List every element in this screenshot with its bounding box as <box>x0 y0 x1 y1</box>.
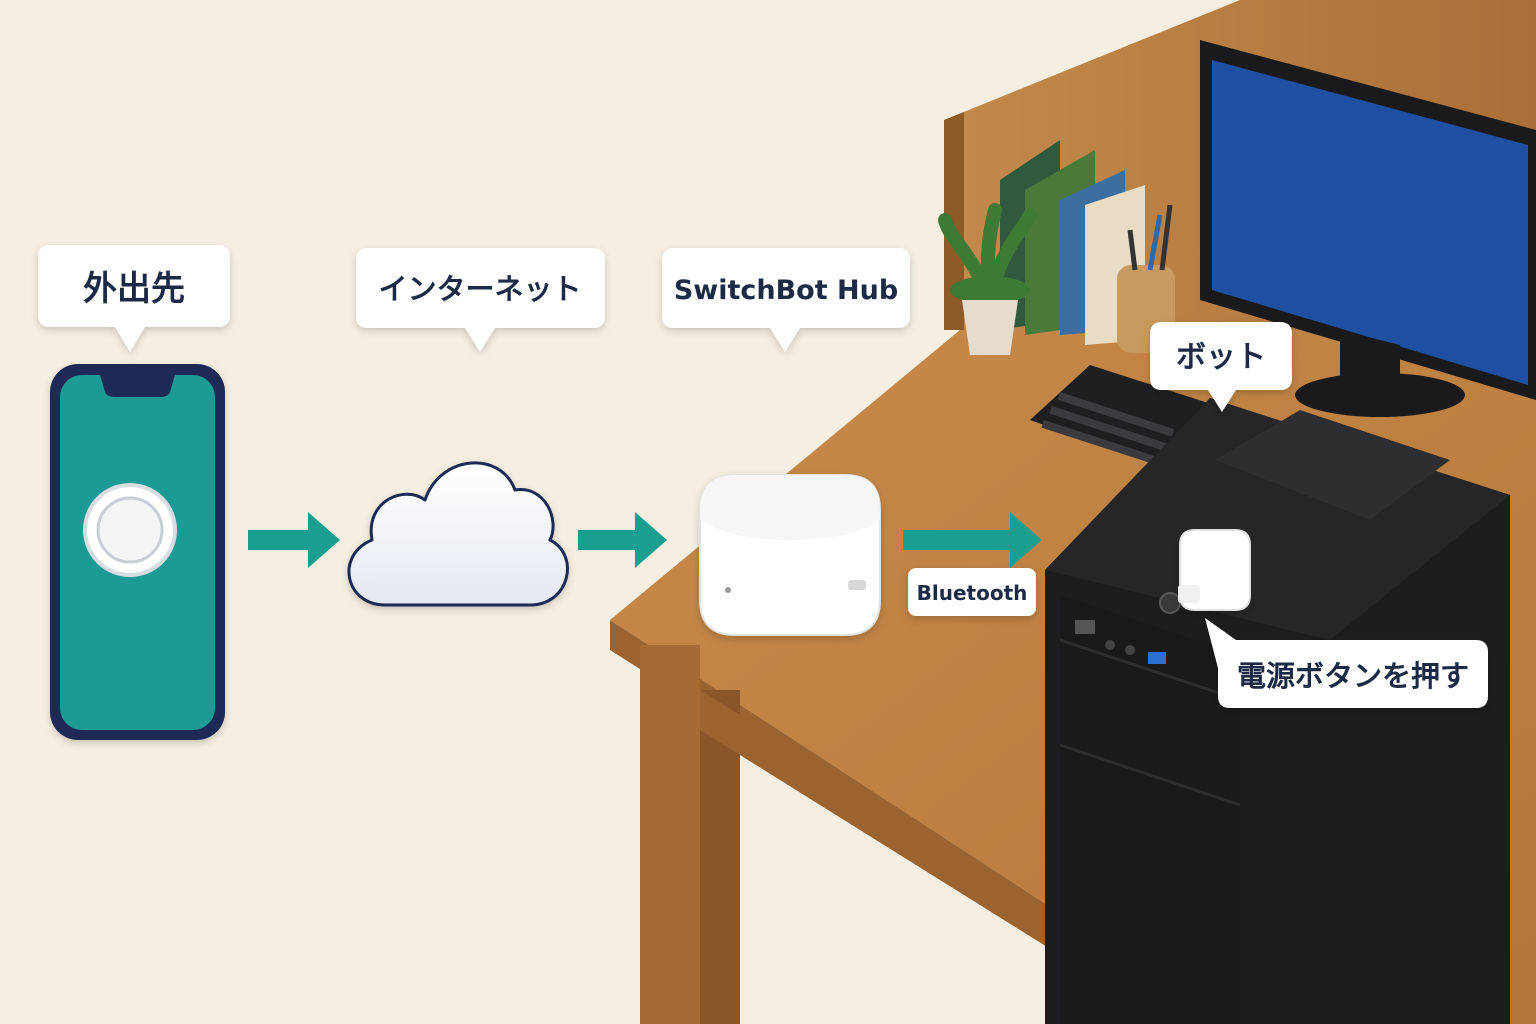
monitor-icon <box>1200 40 1536 417</box>
label-action-callout: 電源ボタンを押す <box>1205 618 1488 708</box>
label-internet: インターネット <box>378 272 581 306</box>
label-action: 電源ボタンを押す <box>1237 659 1469 693</box>
hub-device-icon <box>699 474 881 636</box>
pc-tower-icon <box>1045 398 1510 1024</box>
plant-icon <box>938 203 1037 355</box>
label-bot: ボット <box>1176 340 1266 375</box>
flow-arrow-2 <box>578 512 667 568</box>
cloud-icon <box>347 461 569 607</box>
label-bluetooth: Bluetooth <box>917 581 1028 605</box>
label-remote-callout: 外出先 <box>38 245 230 352</box>
label-bot-callout: ボット <box>1150 322 1292 412</box>
label-bluetooth-box: Bluetooth <box>908 568 1036 616</box>
books-icon <box>1000 140 1145 345</box>
label-internet-callout: インターネット <box>356 248 605 352</box>
flow-arrow-bluetooth <box>903 512 1042 568</box>
bot-device-icon <box>1178 529 1251 611</box>
label-hub-callout: SwitchBot Hub <box>662 248 910 352</box>
label-remote: 外出先 <box>83 269 185 309</box>
desk-leg <box>640 645 700 1024</box>
label-hub: SwitchBot Hub <box>674 275 898 306</box>
smartphone-icon <box>50 364 225 740</box>
flow-arrow-1 <box>248 512 340 568</box>
